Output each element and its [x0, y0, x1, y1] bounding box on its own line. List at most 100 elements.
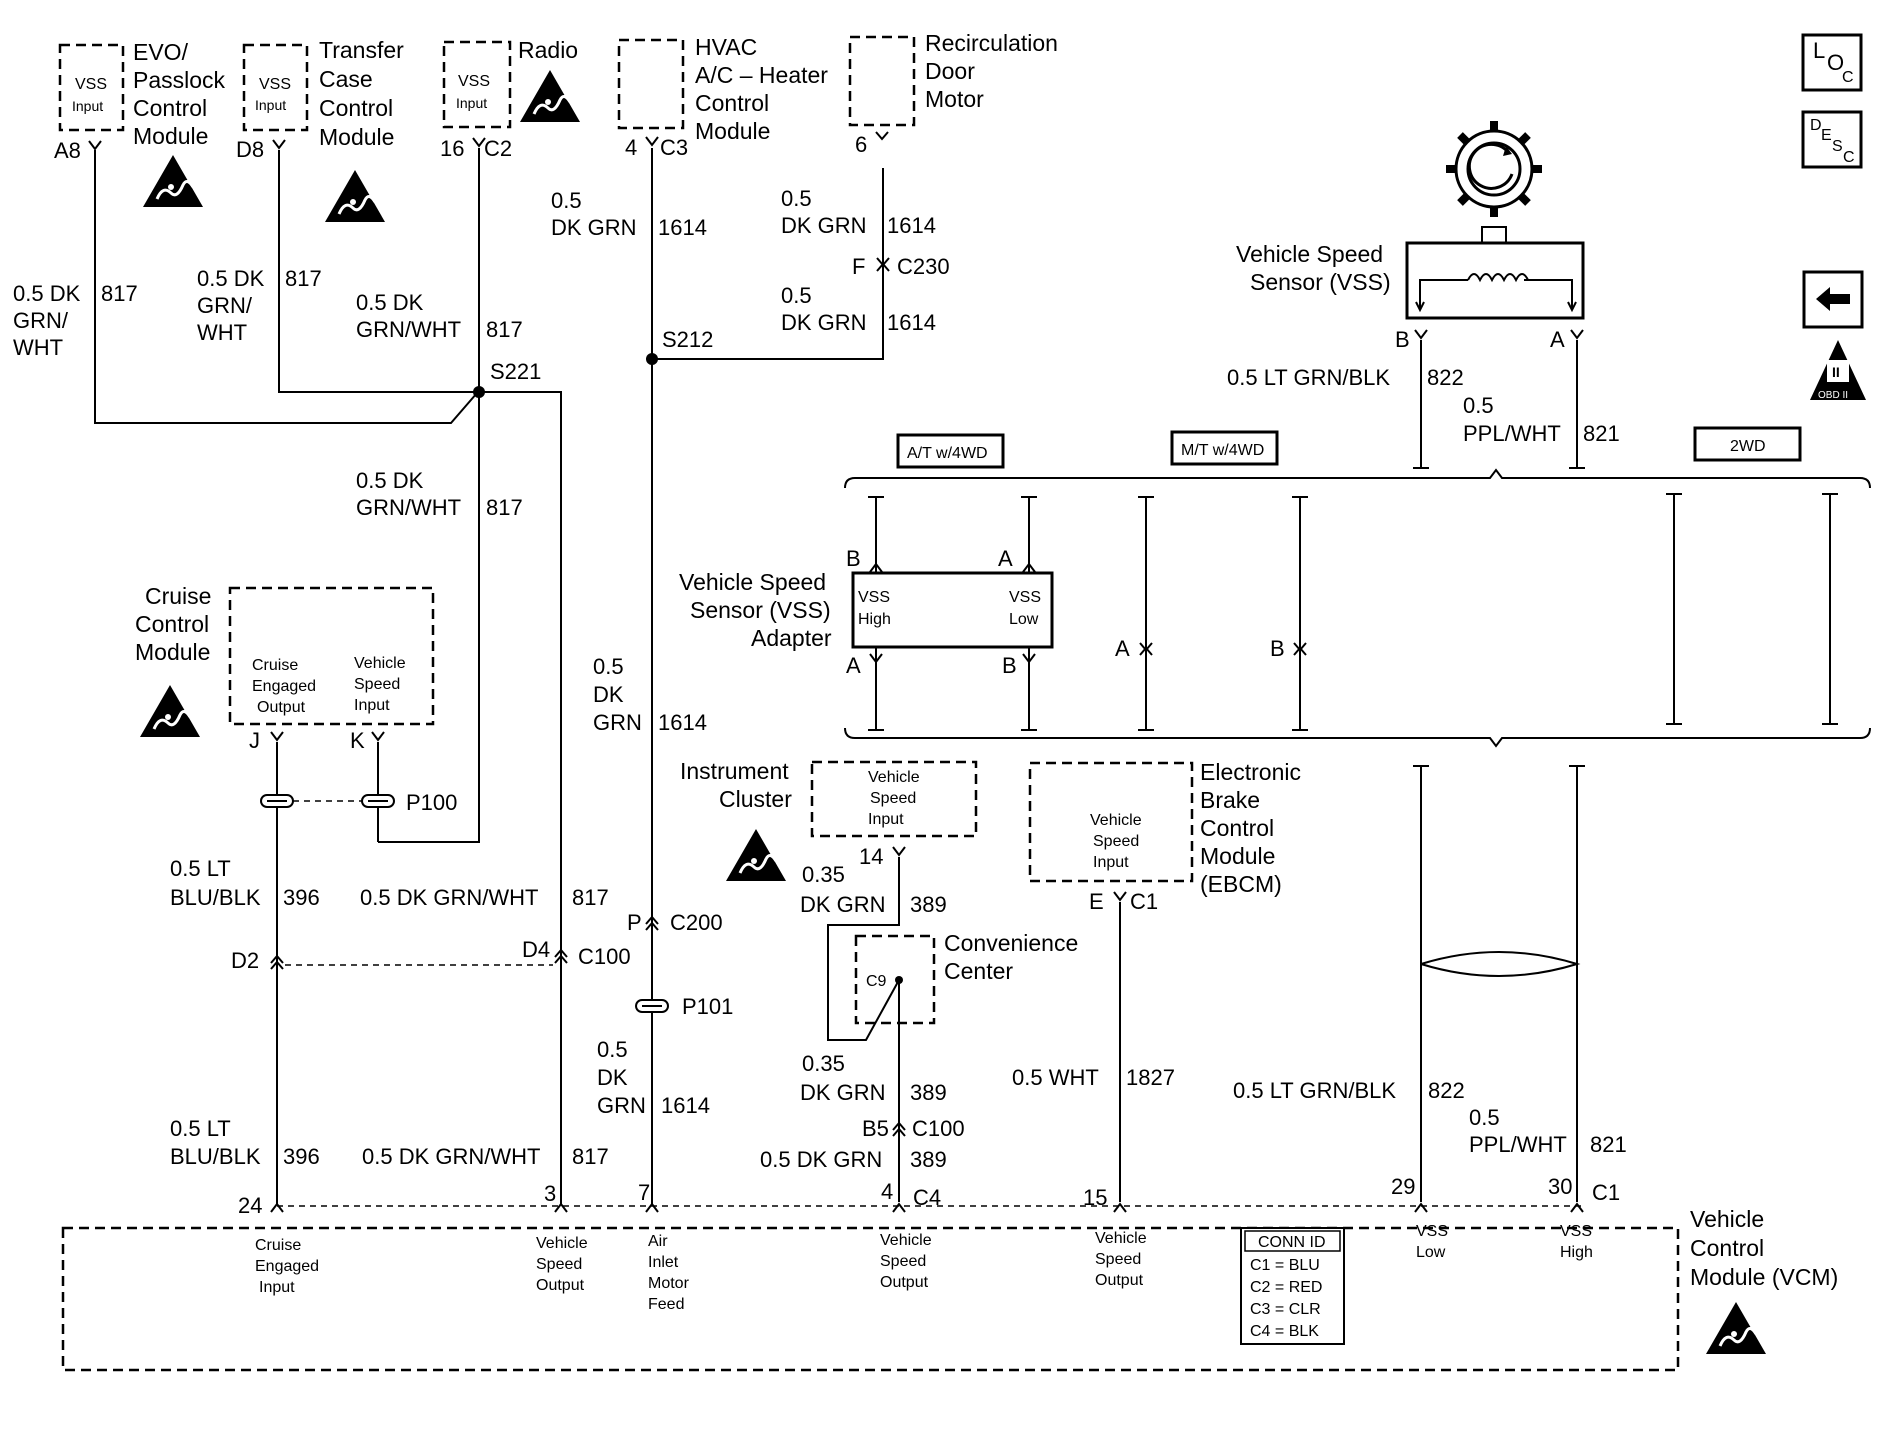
transfer-case-module: VSS Input Transfer Case Control Module D…	[236, 37, 404, 224]
wire-817-transfer-case: 0.5 DK GRN/ WHT 817	[197, 150, 479, 393]
svg-text:Feed: Feed	[648, 1296, 684, 1313]
svg-text:C3 = CLR: C3 = CLR	[1250, 1301, 1321, 1318]
svg-text:DK GRN: DK GRN	[800, 1080, 886, 1105]
convenience-center: C9 Convenience Center	[854, 930, 1078, 1025]
svg-text:GRN: GRN	[597, 1093, 646, 1118]
svg-text:Input: Input	[1093, 854, 1129, 871]
c230-label: C230	[897, 254, 950, 279]
svg-text:0.5 DK: 0.5 DK	[356, 468, 424, 493]
svg-text:30: 30	[1548, 1174, 1572, 1199]
svg-text:OBD II: OBD II	[1818, 390, 1848, 401]
svg-text:C1 = BLU: C1 = BLU	[1250, 1257, 1320, 1274]
tc-title-1: Transfer	[319, 37, 404, 63]
desc-button[interactable]: D E S C	[1801, 110, 1863, 169]
back-arrow-icon	[1816, 287, 1850, 311]
esd-warning-icon	[323, 168, 387, 224]
wire-1614: 0.5 DK GRN 1614 S212 0.5 DK GRN 1614 F C…	[551, 148, 950, 1205]
evo-title-2: Passlock	[133, 67, 226, 93]
svg-text:15: 15	[1083, 1185, 1107, 1210]
svg-text:BLU/BLK: BLU/BLK	[170, 1144, 261, 1169]
svg-text:Output: Output	[257, 699, 306, 716]
svg-text:0.5 LT GRN/BLK: 0.5 LT GRN/BLK	[1227, 365, 1390, 390]
svg-text:Output: Output	[536, 1277, 585, 1294]
svg-text:0.5: 0.5	[597, 1037, 628, 1062]
2wd-pass-through	[1666, 493, 1838, 725]
c100-pin-d2: D2	[231, 948, 259, 973]
svg-text:0.5: 0.5	[781, 186, 812, 211]
option-brackets	[844, 468, 1871, 748]
svg-text:A: A	[846, 653, 861, 678]
svg-text:0.5 WHT: 0.5 WHT	[1012, 1065, 1099, 1090]
svg-text:DK GRN: DK GRN	[800, 892, 886, 917]
c100-pin-d4: D4	[522, 937, 550, 962]
svg-text:Vehicle: Vehicle	[880, 1232, 932, 1249]
svg-text:BLU/BLK: BLU/BLK	[170, 885, 261, 910]
option-at-4wd: A/T w/4WD	[907, 445, 988, 462]
radio-vss-label: VSS	[458, 73, 490, 90]
wire-389: 0.35 DK GRN 389 0.35 DK GRN 389 B5 C100 …	[760, 857, 965, 1202]
radio-title: Radio	[518, 37, 578, 63]
back-button[interactable]	[1802, 270, 1864, 329]
svg-text:C: C	[1842, 69, 1854, 86]
svg-text:Speed: Speed	[536, 1256, 582, 1273]
vss-title-2: Sensor (VSS)	[1250, 269, 1391, 295]
recirculation-door-motor: Recirculation Door Motor 6	[848, 30, 1058, 157]
svg-text:0.5 DK GRN: 0.5 DK GRN	[760, 1147, 882, 1172]
cruise-pin-j: J	[249, 728, 260, 753]
cluster-pin: 14	[859, 844, 883, 869]
svg-text:817: 817	[572, 885, 609, 910]
recirc-title-1: Recirculation	[925, 30, 1058, 56]
svg-text:Vehicle: Vehicle	[1090, 812, 1142, 829]
svg-text:VSS: VSS	[858, 589, 890, 606]
svg-text:Center: Center	[944, 958, 1013, 984]
svg-text:821: 821	[1590, 1132, 1627, 1157]
vehicle-speed-sensor: Vehicle Speed Sensor (VSS) B A	[1236, 121, 1585, 352]
svg-text:1614: 1614	[661, 1093, 710, 1118]
svg-text:0.5: 0.5	[781, 283, 812, 308]
svg-text:0.5 LT: 0.5 LT	[170, 1116, 231, 1141]
svg-text:821: 821	[1583, 421, 1620, 446]
svg-text:CONN ID: CONN ID	[1258, 1234, 1326, 1251]
svg-text:C4 = BLK: C4 = BLK	[1250, 1323, 1319, 1340]
loc-button[interactable]: L O C	[1801, 33, 1863, 92]
svg-text:VSS: VSS	[1560, 1223, 1592, 1240]
option-2wd: 2WD	[1730, 438, 1766, 455]
tc-title-2: Case	[319, 66, 373, 92]
svg-text:Module (VCM): Module (VCM)	[1690, 1264, 1838, 1290]
svg-text:Vehicle: Vehicle	[354, 655, 406, 672]
vcm-module: Vehicle Control Module (VCM) 24 3 7 4 C4…	[61, 1174, 1838, 1372]
svg-text:24: 24	[238, 1193, 262, 1218]
svg-text:1614: 1614	[887, 213, 936, 238]
svg-text:Vehicle: Vehicle	[536, 1235, 588, 1252]
wire-817-evo: 0.5 DK GRN/ WHT 817	[13, 150, 478, 424]
splice-s221: S221	[490, 359, 541, 384]
vss-pin-a: A	[1550, 327, 1565, 352]
evo-pin: A8	[54, 138, 81, 163]
svg-text:817: 817	[572, 1144, 609, 1169]
wire-817-lower: 0.5 DK GRN/WHT 817 D4 C100 0.5 DK GRN/WH…	[360, 885, 631, 1169]
svg-text:Output: Output	[880, 1274, 929, 1291]
ebcm-pin: E	[1089, 889, 1104, 914]
svg-text:0.5 DK: 0.5 DK	[197, 266, 265, 291]
wire-822-821: 0.5 LT GRN/BLK 822 0.5 PPL/WHT 821 0.5 L…	[1227, 340, 1627, 1202]
svg-text:High: High	[858, 611, 891, 628]
svg-text:0.5: 0.5	[1463, 393, 1494, 418]
svg-text:817: 817	[285, 266, 322, 291]
svg-text:Input: Input	[354, 697, 390, 714]
svg-text:Speed: Speed	[1093, 833, 1139, 850]
radio-module: VSS Input Radio 16 C2	[440, 37, 582, 161]
svg-text:C1: C1	[1592, 1180, 1620, 1205]
mt-4wd-pass-through: A B	[1115, 496, 1308, 731]
svg-text:817: 817	[486, 317, 523, 342]
esd-warning-icon	[141, 153, 205, 209]
svg-text:DK GRN: DK GRN	[781, 213, 867, 238]
esd-warning-icon	[724, 827, 788, 883]
hvac-title-3: Control	[695, 90, 769, 116]
svg-text:D: D	[1810, 117, 1822, 134]
c100-label: C100	[578, 944, 631, 969]
svg-text:GRN: GRN	[593, 710, 642, 735]
svg-text:Sensor (VSS): Sensor (VSS)	[690, 597, 831, 623]
svg-text:Instrument: Instrument	[680, 758, 789, 784]
svg-text:396: 396	[283, 885, 320, 910]
